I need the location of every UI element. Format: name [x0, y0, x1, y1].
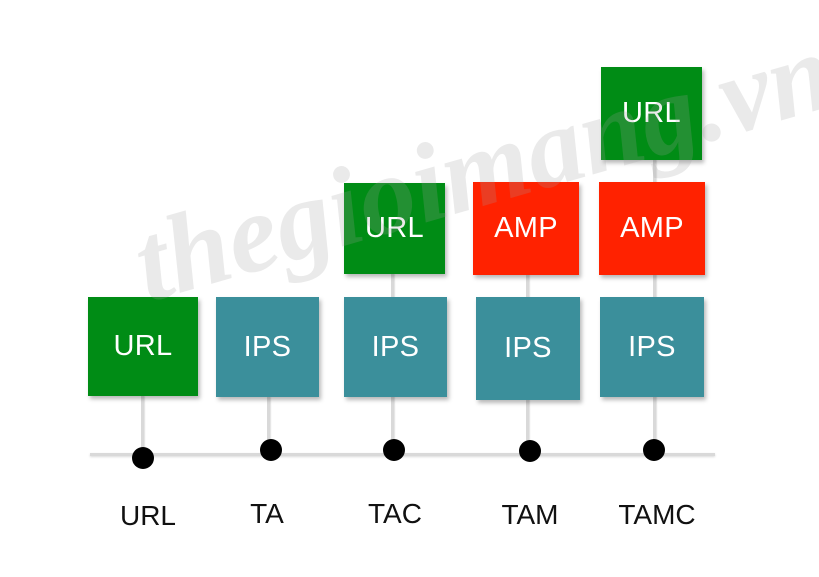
block-tam-ips: IPS [476, 297, 580, 400]
dot-url [132, 447, 154, 469]
stem-ta [267, 397, 270, 453]
label-tamc: TAMC [618, 499, 696, 530]
dot-ta [260, 439, 282, 461]
block-tac-ips: IPS [344, 297, 447, 397]
block-tamc-amp: AMP [599, 182, 705, 275]
block-ta-ips: IPS [216, 297, 319, 397]
watermark-logo: thegioimang.vn [120, 8, 819, 327]
block-tam-amp: AMP [473, 182, 579, 275]
label-tac: TAC [368, 498, 422, 529]
label-url: URL [119, 500, 176, 531]
dot-tam [519, 440, 541, 462]
label-tam: TAM [501, 499, 559, 530]
block-url-url: URL [88, 297, 198, 396]
dot-tac [383, 439, 405, 461]
block-tac-url: URL [344, 183, 445, 274]
stem-url [141, 396, 144, 458]
label-ta: TA [250, 498, 284, 529]
block-tamc-url: URL [601, 67, 702, 160]
block-tamc-ips: IPS [600, 297, 704, 397]
dot-tamc [643, 439, 665, 461]
